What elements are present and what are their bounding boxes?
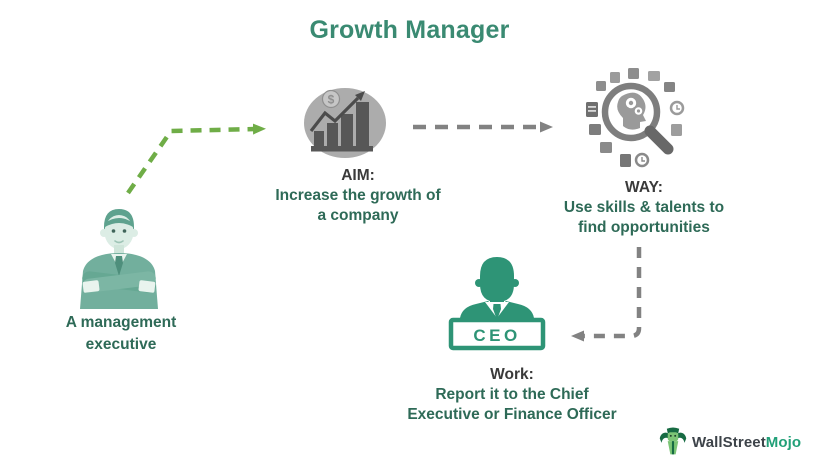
logo-text-mojo: Mojo — [765, 433, 802, 451]
executive-caption-line2: executive — [85, 336, 157, 353]
aim-desc-line2: a company — [317, 207, 399, 224]
wallstreetmojo-wordmark: WallStreetMojo — [692, 434, 801, 451]
magnifier-skills-search-icon — [586, 68, 685, 168]
work-caption: Work: Report it to the Chief Executive o… — [383, 365, 641, 425]
wallstreetmojo-logo: WallStreetMojo — [658, 426, 801, 458]
way-caption: WAY: Use skills & talents to find opport… — [548, 178, 740, 238]
work-label: Work: — [490, 366, 534, 383]
aim-desc-line1: Increase the growth of — [275, 187, 441, 204]
executive-caption: A management executive — [36, 312, 206, 356]
aim-caption: AIM: Increase the growth of a company — [263, 166, 453, 226]
growth-bar-chart-icon: $ — [304, 88, 386, 158]
aim-label: AIM: — [341, 167, 375, 184]
wallstreetmojo-mascot-icon — [659, 427, 687, 455]
dollar-coin-symbol: $ — [328, 93, 335, 107]
way-desc-line2: find opportunities — [578, 219, 710, 236]
way-label: WAY: — [625, 179, 663, 196]
management-executive-person-icon — [80, 209, 158, 309]
way-desc-line1: Use skills & talents to — [563, 199, 725, 216]
work-desc-line2: Executive or Finance Officer — [407, 406, 617, 423]
arrow-executive-to-aim — [126, 123, 266, 195]
page-title: Growth Manager — [309, 16, 510, 44]
executive-caption-line1: A management — [65, 314, 177, 331]
logo-text-wallstreet: WallStreet — [692, 433, 766, 451]
arrow-way-to-work — [571, 247, 642, 342]
ceo-person-icon: CEO — [448, 257, 546, 351]
ceo-badge-label: CEO — [473, 326, 520, 345]
work-desc-line1: Report it to the Chief — [435, 386, 589, 403]
